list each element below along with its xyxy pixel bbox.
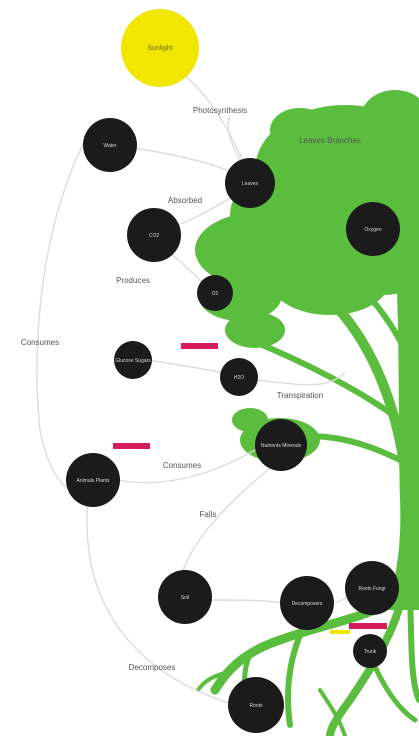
node-1: Water	[83, 118, 137, 172]
edge-label-leaves-branches: Leaves Branches	[299, 136, 361, 145]
svg-text:Decomposers: Decomposers	[292, 601, 323, 607]
svg-text:Leaves: Leaves	[242, 181, 259, 187]
node-6: Glucose Sugars	[114, 341, 152, 379]
edge-label-consumes-mid: Consumes	[163, 461, 201, 470]
svg-text:Animals Plants: Animals Plants	[76, 478, 110, 484]
svg-text:H2O: H2O	[234, 375, 244, 381]
node-3: CO2	[127, 208, 181, 262]
svg-text:Roots Fungi: Roots Fungi	[359, 586, 386, 592]
node-13: Trunk	[353, 634, 387, 668]
svg-text:Glucose Sugars: Glucose Sugars	[115, 358, 151, 364]
edge-label-falls: Falls	[200, 510, 217, 519]
edge-label-transpiration: Transpiration	[277, 391, 323, 400]
svg-text:Trunk: Trunk	[364, 649, 377, 655]
edge-label-consumes-left: Consumes	[21, 338, 59, 347]
edge-labels: Photosynthesis Absorbed Produces Consume…	[21, 106, 361, 672]
tree-trunk	[385, 230, 419, 610]
svg-text:Soil: Soil	[181, 595, 189, 601]
node-4: Oxygen	[346, 202, 400, 256]
marker-2	[113, 443, 150, 449]
marker-1	[181, 343, 218, 349]
svg-text:CO2: CO2	[149, 233, 160, 239]
svg-text:Water: Water	[103, 143, 116, 149]
markers	[113, 343, 387, 634]
node-5: O2	[197, 275, 233, 311]
node-9: Animals Plants	[66, 453, 120, 507]
edge-label-absorbed: Absorbed	[168, 196, 202, 205]
sun-node: Sunlight	[121, 9, 199, 87]
node-10: Soil	[158, 570, 212, 624]
node-8: Nutrients Minerals	[255, 419, 307, 471]
node-12: Roots Fungi	[345, 561, 399, 615]
node-7: H2O	[220, 358, 258, 396]
diagram-nodes: Water Leaves CO2 Oxygen O2 Glucose Sugar…	[66, 118, 400, 733]
node-11: Decomposers	[280, 576, 334, 630]
svg-text:Nutrients Minerals: Nutrients Minerals	[261, 443, 302, 449]
marker-3	[349, 623, 387, 629]
node-14: Roots	[228, 677, 284, 733]
svg-text:Oxygen: Oxygen	[364, 227, 381, 233]
node-2: Leaves	[225, 158, 275, 208]
edge-label-decomposes: Decomposes	[129, 663, 176, 672]
edge-label-photosynthesis: Photosynthesis	[193, 106, 247, 115]
marker-4-yellow	[330, 630, 350, 634]
svg-text:Roots: Roots	[249, 703, 263, 709]
edge-label-produces: Produces	[116, 276, 150, 285]
svg-text:O2: O2	[212, 291, 219, 297]
svg-text:Sunlight: Sunlight	[147, 45, 172, 52]
